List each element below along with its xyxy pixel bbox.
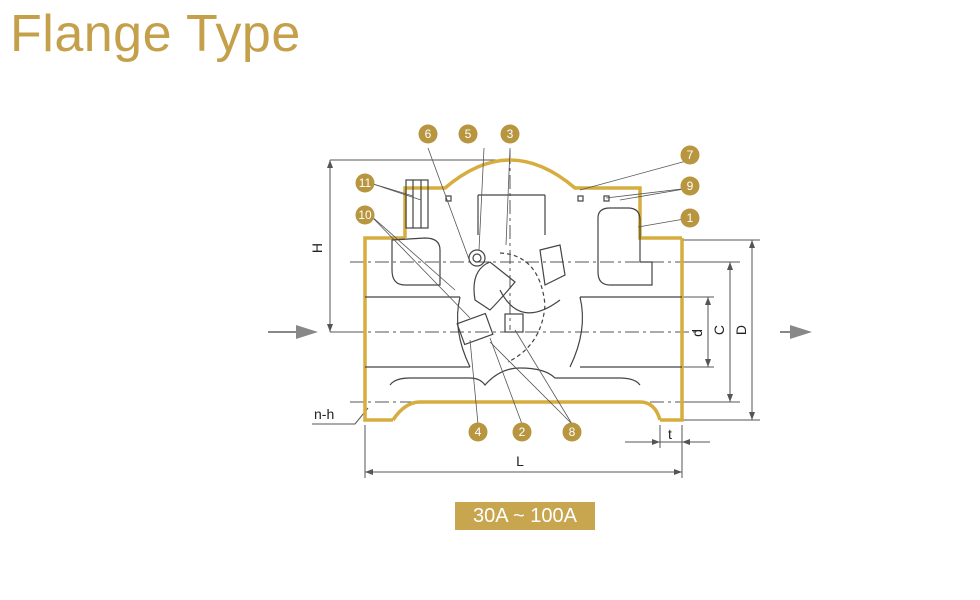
callout-number: 3 — [507, 127, 514, 141]
callout-number: 4 — [475, 425, 482, 439]
callout-8: 8 — [562, 422, 582, 442]
page-title: Flange Type — [10, 5, 301, 63]
valve-body-outline — [363, 158, 684, 422]
callout-number: 2 — [519, 425, 526, 439]
dim-label-h: H — [309, 243, 325, 253]
callout-6: 6 — [418, 124, 438, 144]
dim-label-nh: n-h — [314, 406, 334, 422]
callout-10: 10 — [355, 205, 375, 225]
callout-number: 6 — [425, 127, 432, 141]
callout-number: 8 — [569, 425, 576, 439]
flow-arrow-in — [268, 325, 318, 339]
callout-5: 5 — [458, 124, 478, 144]
callout-9: 9 — [680, 176, 700, 196]
callout-1: 1 — [680, 208, 700, 228]
dim-label-l: L — [516, 453, 524, 469]
callout-11: 11 — [355, 173, 375, 193]
callout-7: 7 — [680, 145, 700, 165]
size-range-badge: 30A ~ 100A — [455, 502, 595, 530]
callout-number: 7 — [687, 148, 694, 162]
callout-number: 9 — [687, 179, 694, 193]
callout-number: 5 — [465, 127, 472, 141]
callout-number: 1 — [687, 211, 694, 225]
valve-internals — [365, 179, 682, 386]
dim-label-c: C — [711, 325, 727, 335]
dim-label-d-outer: D — [733, 325, 749, 335]
callout-4: 4 — [468, 422, 488, 442]
callout-number: 10 — [358, 208, 372, 222]
dim-label-t: t — [668, 426, 672, 442]
callout-markers: 6 5 3 7 9 1 11 10 4 2 8 — [355, 124, 700, 442]
dim-label-d-bore: d — [689, 329, 705, 337]
callout-3: 3 — [500, 124, 520, 144]
flow-arrow-out — [780, 325, 812, 339]
callout-2: 2 — [512, 422, 532, 442]
callout-number: 11 — [359, 176, 372, 190]
